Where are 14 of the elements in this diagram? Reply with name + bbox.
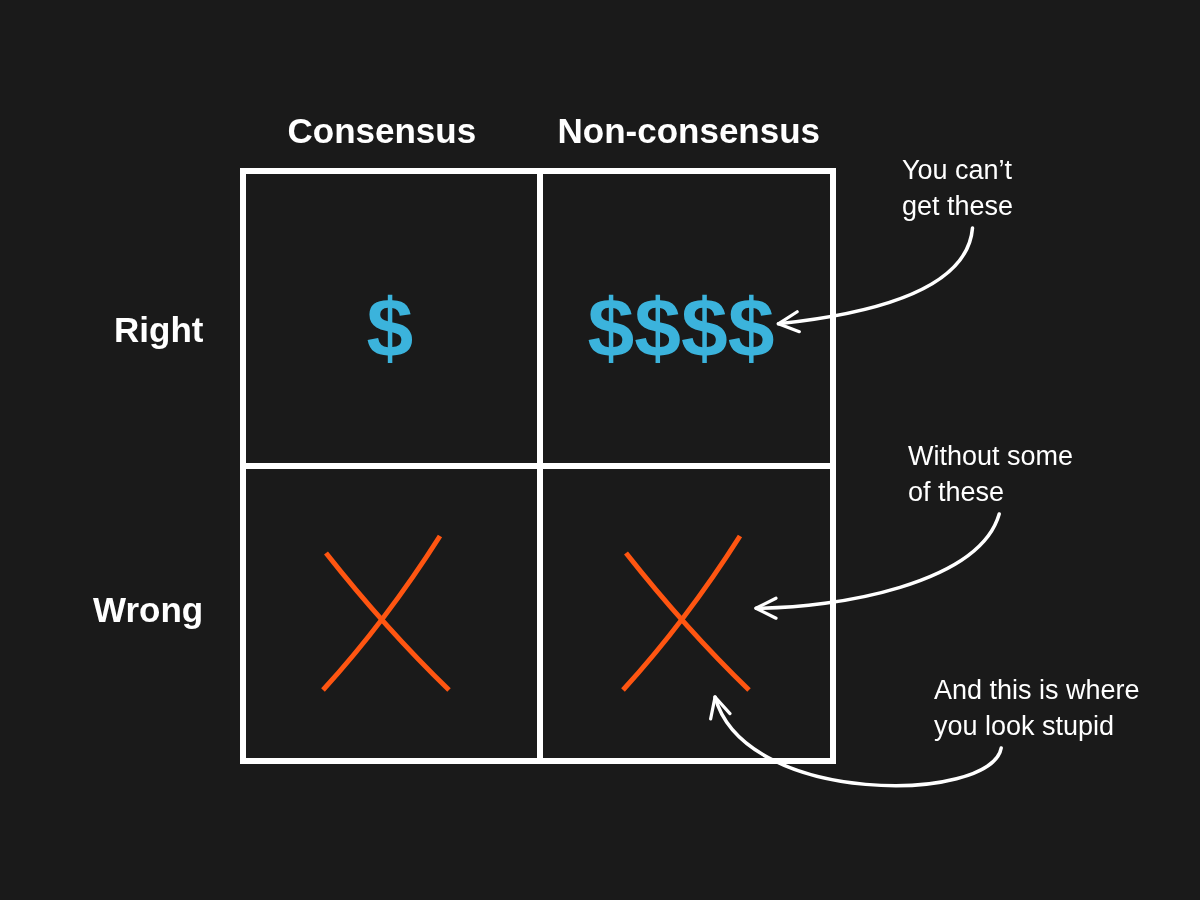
column-header: Non-consensus <box>557 111 821 151</box>
curved-arrow <box>754 512 1001 620</box>
column-header: Consensus <box>287 111 477 151</box>
curved-arrow <box>776 226 975 333</box>
annotation-text: Without some of these <box>908 438 1098 510</box>
row-header: Wrong <box>93 590 204 630</box>
cross-icon <box>620 533 752 693</box>
dollar-signs: $$$$ <box>587 286 775 370</box>
annotation-text: And this is where you look stupid <box>934 672 1174 744</box>
curved-arrow <box>712 695 1003 788</box>
row-header: Right <box>114 310 204 350</box>
cross-icon <box>320 533 452 693</box>
dollar-signs: $ <box>366 286 414 370</box>
annotation-text: You can’t get these <box>902 152 1052 224</box>
